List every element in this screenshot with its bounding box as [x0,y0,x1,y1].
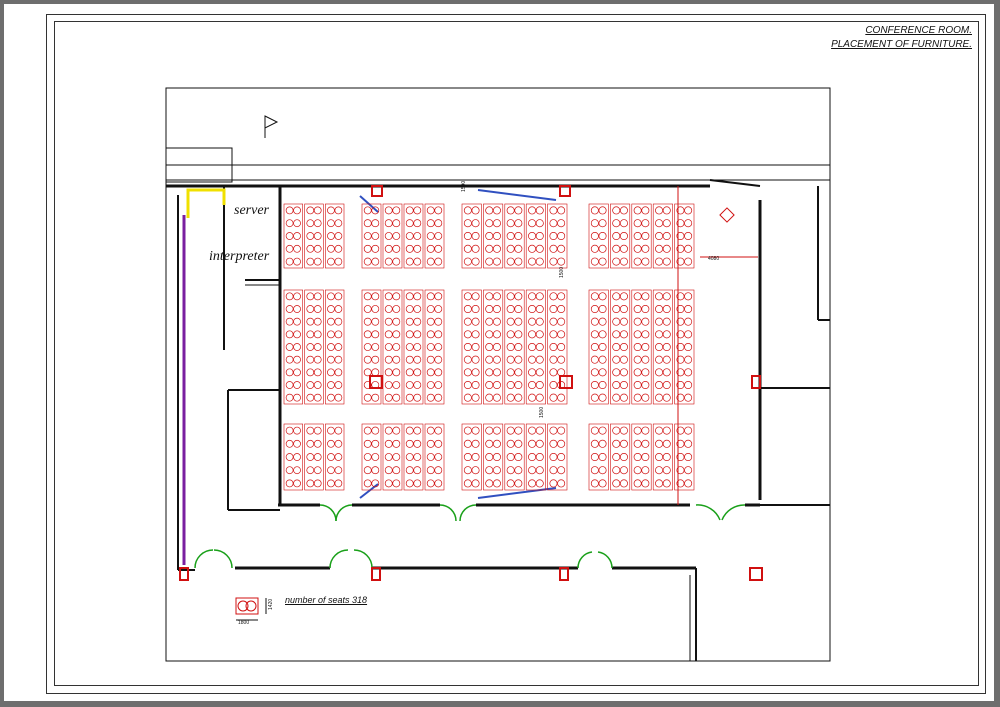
legend-dim-width: 1800 [238,620,249,626]
drawing-frame-outer [46,14,986,694]
glass-panels [359,189,557,499]
seats-count-label: number of seats 318 [285,595,368,605]
title-line-1: CONFERENCE ROOM. [865,25,972,36]
seating-block [588,203,695,269]
columns [179,185,763,581]
seating-block [588,289,695,405]
doors [194,504,746,569]
north-arrow-icon [264,115,279,138]
aisle-dim-3: 1500 [539,407,545,418]
server-room-label: server [234,203,269,218]
seating-block [283,423,345,491]
aisle-dim-2: 1500 [559,267,565,278]
seating-block [461,289,568,405]
seating-layout [283,203,695,491]
drawing-frame-inner [54,21,979,686]
drawing-sheet [4,4,994,701]
legend-seat-icon [235,597,267,621]
exterior-walls [165,147,830,661]
interpreter-room-label: interpreter [209,249,270,264]
seating-block [361,289,445,405]
seating-block [283,203,345,269]
seating-block [461,423,568,491]
drawing-title: CONFERENCE ROOM. PLACEMENT OF FURNITURE. [831,24,972,52]
plant-icon [719,207,735,223]
server-door-frame [186,188,226,218]
seating-block [361,423,445,491]
seating-block [461,203,568,269]
plan-border [165,87,831,662]
aisle-dim-1: 1500 [461,181,467,192]
legend-dim-height: 1420 [268,599,274,610]
seating-block [361,203,445,269]
seating-block [283,289,345,405]
title-line-2: PLACEMENT OF FURNITURE. [831,39,972,50]
dim-right-label: 4080 [708,256,719,262]
seating-block [588,423,695,491]
